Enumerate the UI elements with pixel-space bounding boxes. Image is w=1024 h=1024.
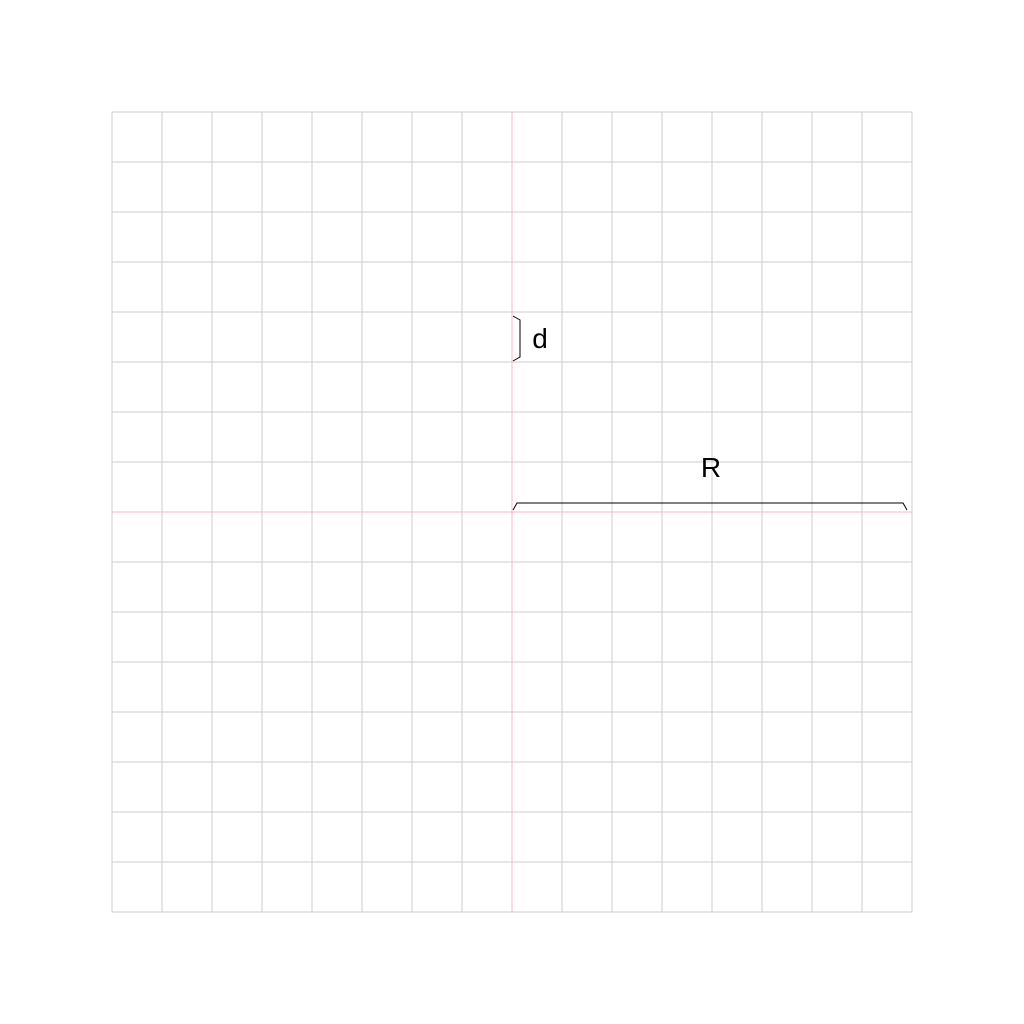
d-dimension-label: d (532, 323, 548, 354)
R-dimension-label: R (701, 452, 721, 483)
d-dimension-bracket (512, 315, 521, 362)
axes (112, 112, 912, 912)
R-dimension-bracket (512, 502, 908, 511)
